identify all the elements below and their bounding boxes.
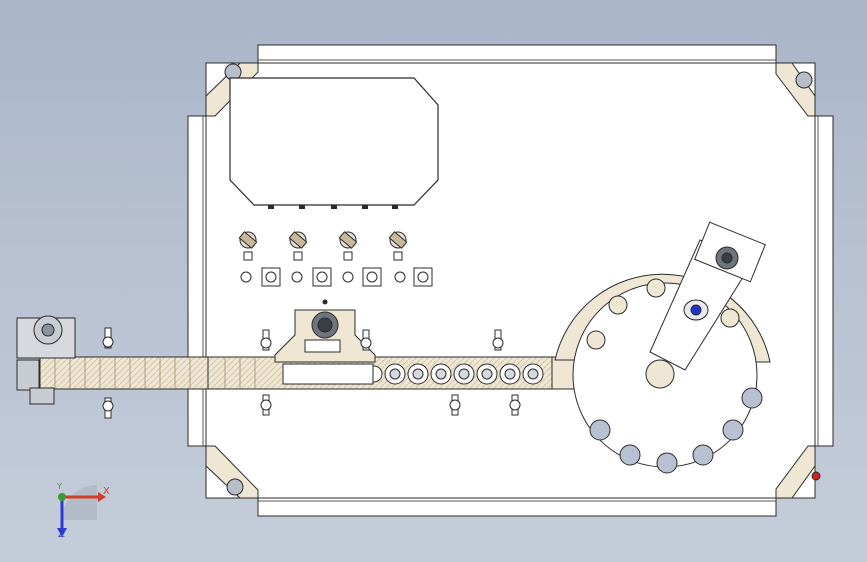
bottles-on-conveyor — [365, 363, 544, 385]
control-panel — [229, 77, 439, 206]
drive-motor — [16, 315, 76, 405]
valve-1 — [238, 231, 281, 287]
corner-guard-bottom-right — [775, 445, 816, 499]
valve-assemblies — [238, 231, 433, 287]
corner-guards — [205, 62, 821, 499]
x-axis-label: X — [103, 486, 110, 497]
capping-head — [274, 299, 376, 385]
coordinate-triad — [57, 485, 106, 537]
conveyor-slats — [54, 358, 256, 388]
y-axis-label: Y — [57, 482, 62, 491]
corner-guard-top-right — [775, 62, 816, 117]
guide-sensors — [102, 327, 521, 419]
corner-guard-bottom-left — [205, 445, 259, 499]
valve-4 — [388, 231, 433, 287]
valve-2 — [288, 231, 332, 287]
sensor-blue — [690, 304, 702, 316]
panel-feet — [268, 205, 398, 209]
z-axis-label: Z — [58, 529, 65, 540]
valve-3 — [338, 231, 382, 287]
transfer-arm — [649, 221, 766, 371]
